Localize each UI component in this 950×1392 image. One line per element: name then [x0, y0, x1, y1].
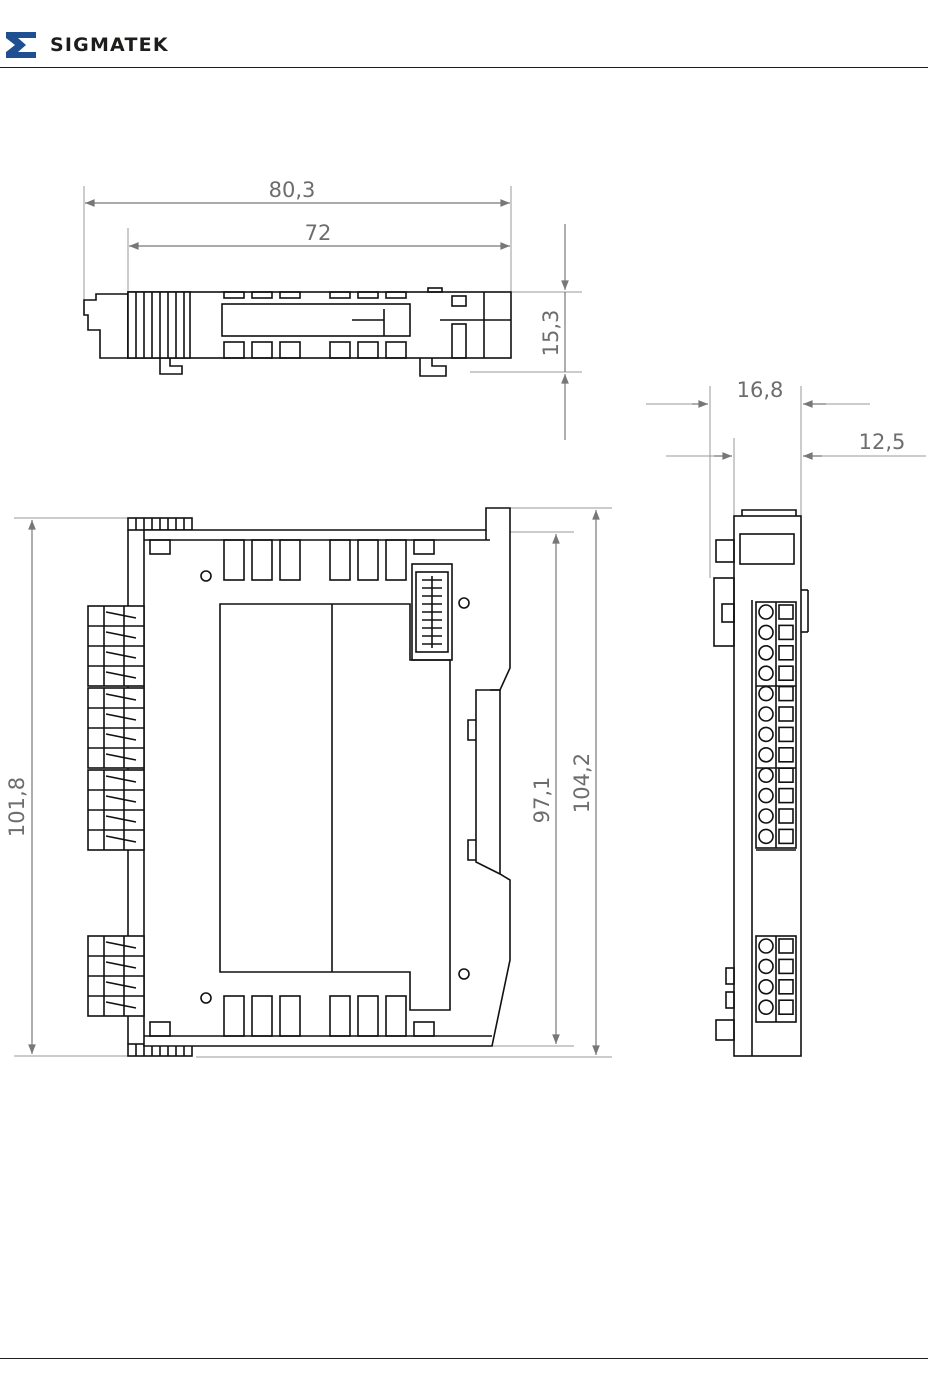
label-front-left-height: 101,8 [5, 777, 29, 837]
label-front-inner-height: 97,1 [530, 777, 554, 824]
label-side-offset: 12,5 [859, 430, 906, 454]
label-base-length: 72 [305, 221, 332, 245]
label-front-total-height: 104,2 [570, 753, 594, 813]
footer-divider [0, 1358, 928, 1359]
top-view [84, 186, 582, 440]
ribbed-connector-block [128, 292, 190, 358]
front-terminal-plugs [88, 606, 144, 1016]
label-side-width: 16,8 [737, 378, 784, 402]
label-overall-length: 80,3 [269, 178, 316, 202]
front-view [14, 508, 612, 1057]
label-top-height: 15,3 [539, 310, 563, 357]
housing-outline [144, 508, 510, 1046]
